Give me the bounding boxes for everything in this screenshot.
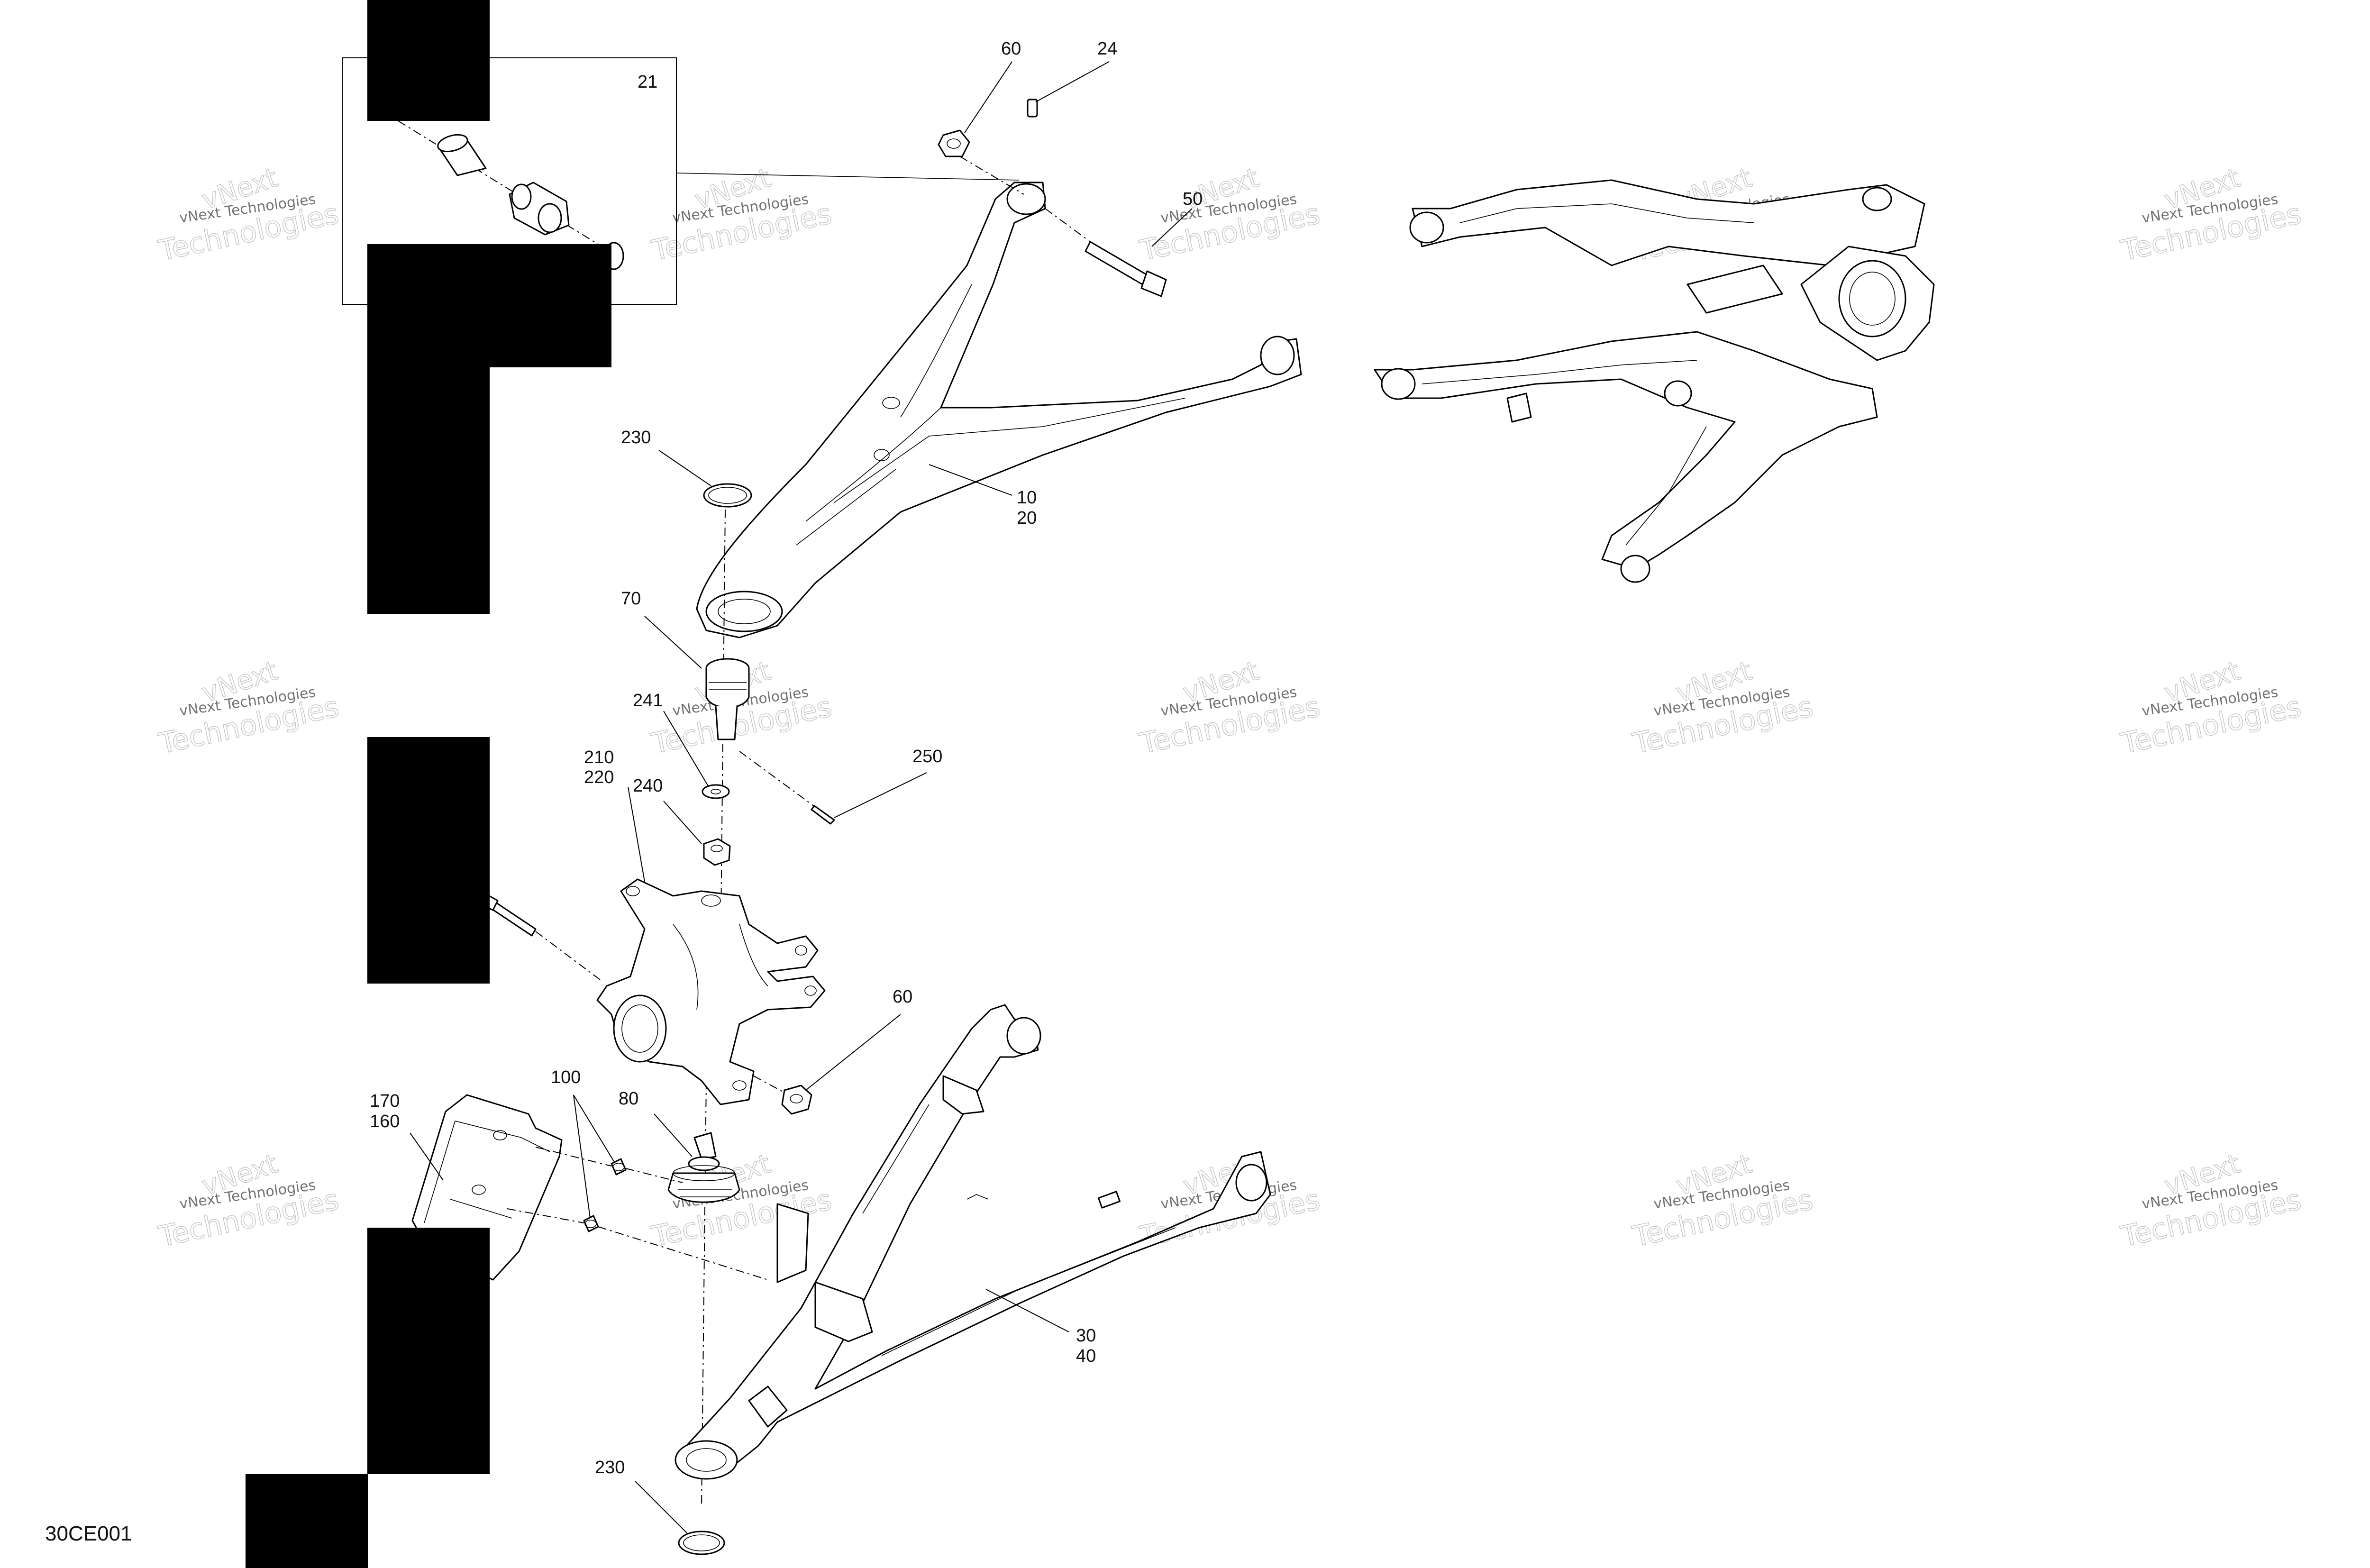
upper-arm-ball-socket (705, 591, 783, 632)
callout-100: 100 (551, 1067, 581, 1087)
callout-250: 250 (912, 747, 942, 766)
redaction-block (367, 0, 490, 121)
nut-240 (703, 838, 731, 866)
callout-60-top: 60 (1001, 39, 1021, 59)
inset-axis (398, 120, 621, 259)
lower-arm-rear-pivot (1235, 1164, 1267, 1202)
ball-joint-70 (705, 658, 750, 740)
steering-knuckle (596, 878, 826, 1105)
cotter-pin-250 (811, 805, 835, 825)
nut-60-top (938, 129, 970, 157)
redaction-block (367, 1228, 490, 1474)
ball-joint-80 (667, 1132, 740, 1203)
screw-100-lower (583, 1215, 599, 1232)
washer-241 (702, 784, 730, 799)
callout-24: 24 (1097, 39, 1117, 59)
lower-arm-ball-socket (675, 1440, 738, 1480)
callout-10: 10 (1017, 488, 1037, 508)
redaction-block (367, 737, 490, 984)
callout-80: 80 (619, 1089, 638, 1109)
nut-60-middle (781, 1085, 812, 1115)
redaction-blocks (246, 0, 611, 1568)
callout-60-middle: 60 (893, 987, 912, 1007)
upper-a-arm (696, 182, 1302, 638)
lower-a-arm (675, 1004, 1271, 1480)
lower-arm-front-pivot (1006, 1017, 1041, 1055)
upper-arm-hardware (938, 99, 1167, 297)
leader-lines (410, 61, 1193, 1534)
knuckle-bolt (483, 895, 537, 937)
grease-fitting-24 (1027, 99, 1038, 118)
upper-arm-rear-pivot (1260, 336, 1295, 375)
lower-arm-gusset (814, 1281, 873, 1342)
screw-100-upper (611, 1158, 627, 1176)
upper-arm-front-pivot (1006, 183, 1046, 215)
bushing-sleeve (437, 134, 487, 176)
assembled-suspension-view (1374, 179, 1935, 583)
callout-160: 160 (370, 1112, 400, 1131)
callout-70: 70 (621, 589, 641, 609)
redaction-block (367, 367, 490, 614)
callout-170: 170 (370, 1091, 400, 1111)
callout-240: 240 (633, 776, 663, 796)
callout-220: 220 (584, 767, 614, 787)
callout-21: 21 (638, 72, 657, 92)
bolt-50 (1085, 241, 1167, 297)
lower-arm-tab (776, 1203, 809, 1283)
bushing-bracket (509, 182, 570, 236)
callout-30: 30 (1076, 1326, 1096, 1346)
inset-leader-line (676, 173, 1020, 181)
callout-230-top: 230 (621, 428, 651, 447)
callout-labels: 60 24 50 230 10 20 70 241 250 210 220 24… (370, 39, 1203, 1477)
redaction-block (246, 1474, 368, 1568)
diagram-reference-code: 30CE001 (45, 1522, 132, 1545)
retaining-ring-230-bottom (678, 1531, 725, 1555)
callout-241: 241 (633, 691, 663, 711)
callout-20: 20 (1017, 508, 1037, 528)
callout-50: 50 (1183, 189, 1203, 209)
callout-210: 210 (584, 748, 614, 767)
callout-230-bottom: 230 (595, 1458, 625, 1477)
redaction-block (367, 244, 611, 367)
retaining-ring-230-top (703, 483, 752, 508)
callout-40: 40 (1076, 1346, 1096, 1366)
